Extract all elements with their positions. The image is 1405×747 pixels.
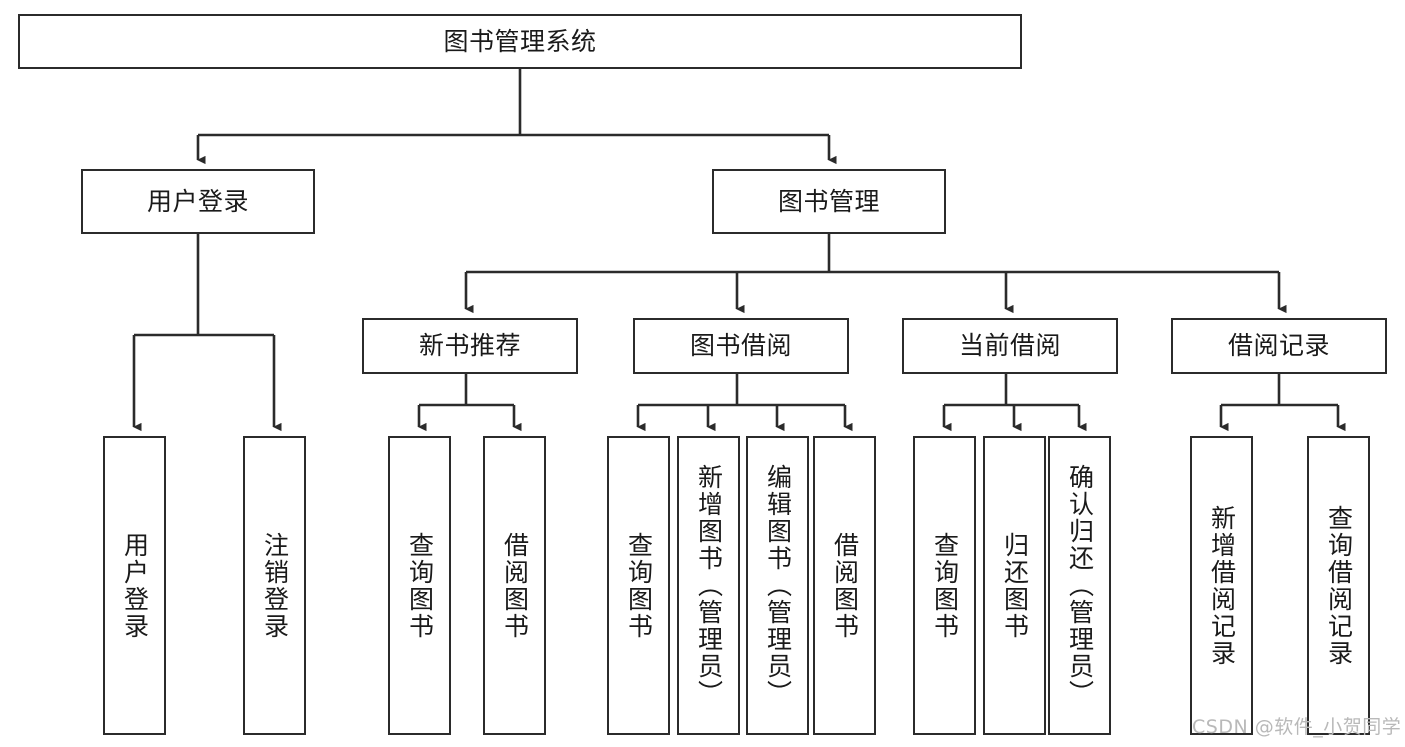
- node-leaf-user-logout-label: 注销登录: [260, 531, 290, 640]
- node-leaf-query-book-borrow[interactable]: 查询图书: [607, 436, 670, 735]
- edge-group-book-manage: [464, 234, 1287, 314]
- node-borrow-record-label: 借阅记录: [1227, 331, 1330, 361]
- edge-group-borrow-record: [1219, 374, 1346, 432]
- node-current-borrow-label: 当前借阅: [958, 331, 1061, 361]
- node-leaf-add-borrow-record[interactable]: 新增借阅记录: [1190, 436, 1253, 735]
- node-leaf-query-book-new-label: 查询图书: [405, 531, 435, 640]
- edge-group-root: [196, 69, 837, 165]
- node-leaf-query-book-current[interactable]: 查询图书: [913, 436, 976, 735]
- node-leaf-query-book-borrow-label: 查询图书: [624, 531, 654, 640]
- node-leaf-add-borrow-record-label: 新增借阅记录: [1207, 504, 1237, 667]
- node-root[interactable]: 图书管理系统: [18, 14, 1022, 69]
- node-leaf-borrow-book[interactable]: 借阅图书: [813, 436, 876, 735]
- node-leaf-borrow-book-new-label: 借阅图书: [500, 531, 530, 640]
- node-leaf-confirm-return-admin-label: 确认归还（管理员）: [1065, 464, 1095, 707]
- node-user-login-label: 用户登录: [146, 186, 249, 216]
- node-leaf-add-book-admin[interactable]: 新增图书（管理员）: [677, 436, 740, 735]
- edge-group-book-borrow: [636, 374, 853, 432]
- edge-group-user-login: [132, 234, 282, 432]
- node-leaf-add-book-admin-label: 新增图书（管理员）: [694, 464, 724, 707]
- node-leaf-query-book-new[interactable]: 查询图书: [388, 436, 451, 735]
- node-root-label: 图书管理系统: [443, 26, 597, 56]
- node-leaf-query-borrow-record-label: 查询借阅记录: [1324, 504, 1354, 667]
- node-book-manage-label: 图书管理: [777, 186, 880, 216]
- node-leaf-return-book[interactable]: 归还图书: [983, 436, 1046, 735]
- watermark-text: CSDN @软件_小贺同学: [1192, 716, 1402, 738]
- node-leaf-user-logout[interactable]: 注销登录: [243, 436, 306, 735]
- node-current-borrow[interactable]: 当前借阅: [902, 318, 1118, 374]
- node-leaf-user-login-label: 用户登录: [120, 531, 150, 640]
- node-leaf-user-login[interactable]: 用户登录: [103, 436, 166, 735]
- node-leaf-confirm-return-admin[interactable]: 确认归还（管理员）: [1048, 436, 1111, 735]
- edge-group-new-book-recommend: [417, 374, 522, 432]
- node-leaf-edit-book-admin-label: 编辑图书（管理员）: [763, 464, 793, 707]
- node-new-book-recommend-label: 新书推荐: [418, 331, 521, 361]
- node-borrow-record[interactable]: 借阅记录: [1171, 318, 1387, 374]
- node-book-borrow-label: 图书借阅: [689, 331, 792, 361]
- node-book-manage[interactable]: 图书管理: [712, 169, 946, 234]
- node-leaf-borrow-book-new[interactable]: 借阅图书: [483, 436, 546, 735]
- node-leaf-borrow-book-label: 借阅图书: [830, 531, 860, 640]
- node-book-borrow[interactable]: 图书借阅: [633, 318, 849, 374]
- node-leaf-query-book-current-label: 查询图书: [930, 531, 960, 640]
- node-user-login[interactable]: 用户登录: [81, 169, 315, 234]
- node-leaf-query-borrow-record[interactable]: 查询借阅记录: [1307, 436, 1370, 735]
- node-leaf-edit-book-admin[interactable]: 编辑图书（管理员）: [746, 436, 809, 735]
- edge-group-current-borrow: [942, 374, 1087, 432]
- node-new-book-recommend[interactable]: 新书推荐: [362, 318, 578, 374]
- node-leaf-return-book-label: 归还图书: [1000, 531, 1030, 640]
